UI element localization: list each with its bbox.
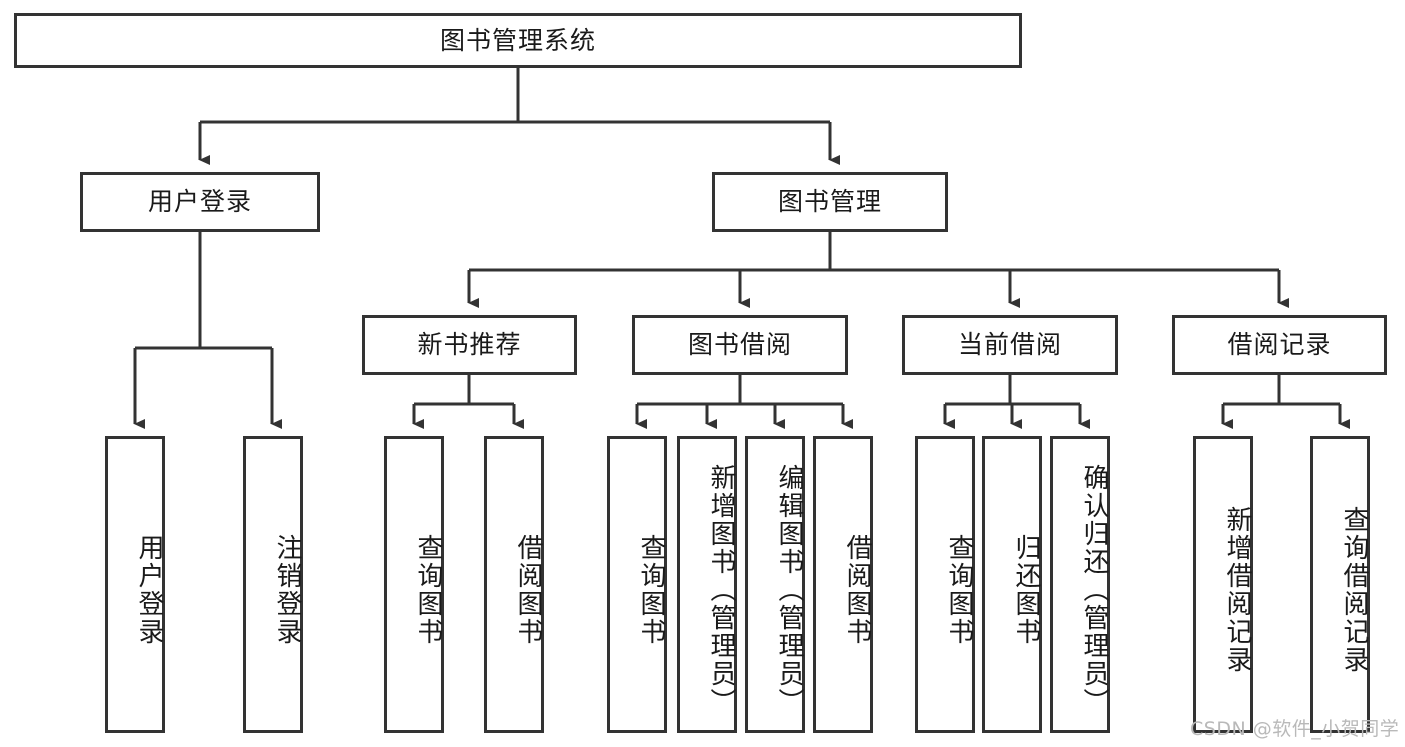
csdn-watermark: CSDN @软件_小贺同学 (1190, 718, 1400, 740)
leaf-add-borrow-record[interactable]: 新增借阅记录 (1193, 436, 1253, 733)
node-label: 用户登录 (134, 533, 164, 646)
node-current-borrow[interactable]: 当前借阅 (902, 315, 1118, 375)
node-label: 确认归还（管理员） (1079, 463, 1109, 716)
leaf-user-login[interactable]: 用户登录 (105, 436, 165, 733)
leaf-logout[interactable]: 注销登录 (243, 436, 303, 733)
leaf-confirm-return-admin[interactable]: 确认归还（管理员） (1050, 436, 1110, 733)
node-label: 借阅图书 (842, 533, 872, 646)
leaf-borrow-book-recommend[interactable]: 借阅图书 (484, 436, 544, 733)
node-label: 查询图书 (944, 533, 974, 646)
node-label: 借阅记录 (1227, 330, 1332, 360)
node-label: 归还图书 (1011, 533, 1041, 646)
node-label: 用户登录 (147, 187, 252, 217)
node-label: 新书推荐 (417, 330, 522, 360)
node-user-login[interactable]: 用户登录 (80, 172, 320, 232)
node-book-borrow[interactable]: 图书借阅 (632, 315, 848, 375)
leaf-return-book[interactable]: 归还图书 (982, 436, 1042, 733)
leaf-edit-book-admin[interactable]: 编辑图书（管理员） (745, 436, 805, 733)
node-root-system[interactable]: 图书管理系统 (14, 13, 1022, 68)
node-label: 新增图书（管理员） (706, 463, 736, 716)
node-book-management[interactable]: 图书管理 (712, 172, 948, 232)
node-label: 编辑图书（管理员） (774, 463, 804, 716)
node-label: 图书管理 (777, 187, 882, 217)
leaf-query-book-recommend[interactable]: 查询图书 (384, 436, 444, 733)
node-label: 查询图书 (636, 533, 666, 646)
node-borrow-record[interactable]: 借阅记录 (1172, 315, 1387, 375)
leaf-query-book-borrow[interactable]: 查询图书 (607, 436, 667, 733)
leaf-query-book-current[interactable]: 查询图书 (915, 436, 975, 733)
node-label: 查询图书 (413, 533, 443, 646)
node-label: 当前借阅 (957, 330, 1062, 360)
node-label: 图书借阅 (687, 330, 792, 360)
leaf-borrow-book[interactable]: 借阅图书 (813, 436, 873, 733)
node-label: 借阅图书 (513, 533, 543, 646)
node-new-book-recommend[interactable]: 新书推荐 (362, 315, 577, 375)
node-label: 新增借阅记录 (1222, 505, 1252, 674)
node-label: 注销登录 (272, 533, 302, 646)
leaf-add-book-admin[interactable]: 新增图书（管理员） (677, 436, 737, 733)
node-label: 图书管理系统 (439, 25, 596, 55)
node-label: 查询借阅记录 (1339, 505, 1369, 674)
leaf-query-borrow-record[interactable]: 查询借阅记录 (1310, 436, 1370, 733)
